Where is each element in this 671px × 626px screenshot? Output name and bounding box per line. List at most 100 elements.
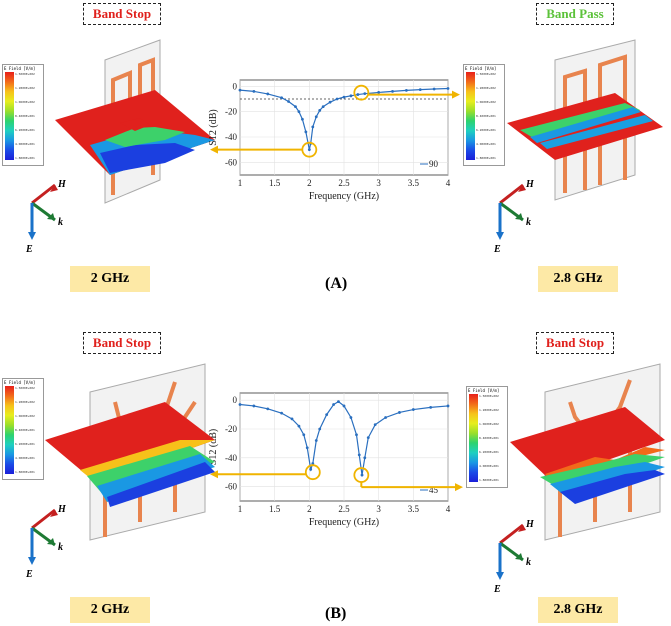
data-point (337, 400, 340, 404)
arrow-head (210, 145, 218, 154)
data-point (349, 94, 353, 98)
highlight-circle (304, 464, 321, 481)
x-tick-label: 2 (307, 504, 312, 514)
data-point (302, 433, 306, 437)
series-line-45 (239, 400, 449, 476)
field-plot-a-2-8ghz (507, 39, 663, 201)
axes-icon-b-left: H k E (25, 504, 67, 580)
data-point (294, 105, 297, 108)
data-point (335, 97, 339, 101)
freq-label-a-right: 2.8 GHz (538, 266, 618, 292)
x-tick-label: 1 (238, 178, 243, 188)
svg-text:E: E (493, 584, 501, 595)
data-point (301, 117, 304, 121)
freq-label-a-left: 2 GHz (70, 266, 150, 292)
x-axis-label: Frequency (GHz) (309, 191, 379, 202)
data-point (252, 90, 256, 93)
x-tick-label: 2 (307, 178, 312, 188)
data-point (377, 91, 381, 94)
x-tick-label: 3.5 (408, 504, 420, 514)
data-point (280, 411, 283, 415)
arrow-head (455, 483, 463, 492)
data-point (314, 115, 318, 119)
band-stop-tag-b-right: Band Stop (536, 332, 614, 354)
data-point (332, 403, 335, 406)
data-point (314, 439, 318, 442)
legend-label: 90 (429, 159, 439, 169)
y-tick-label: -60 (225, 157, 237, 167)
y-tick-label: -20 (225, 107, 237, 117)
e-axis-label: E (25, 244, 33, 255)
svg-text:H: H (57, 504, 67, 515)
data-point (342, 404, 346, 408)
y-tick-label: -60 (225, 482, 237, 492)
field-plot-b-2ghz (45, 363, 215, 541)
data-point (238, 403, 242, 406)
x-axis-label: Frequency (GHz) (309, 517, 379, 528)
svg-text:H: H (525, 519, 535, 530)
legend-label: 45 (429, 485, 439, 495)
freq-label-b-right: 2.8 GHz (538, 597, 618, 623)
data-point (290, 417, 294, 421)
svg-text:E: E (493, 244, 501, 255)
data-point (311, 462, 315, 465)
data-point (363, 92, 367, 96)
data-point (304, 130, 308, 134)
data-point (418, 88, 422, 92)
arrow-head (210, 470, 218, 479)
y-tick-label: 0 (233, 81, 238, 91)
data-point (391, 90, 394, 93)
band-stop-tag-a: Band Stop (83, 3, 161, 25)
legend-title: E Field [V/m] (4, 66, 36, 71)
y-tick-label: -40 (225, 453, 237, 463)
data-point (349, 416, 353, 419)
data-point (342, 95, 346, 99)
data-point (384, 416, 387, 419)
y-axis-label: S12 (dB) (208, 109, 219, 145)
data-point (398, 411, 401, 414)
x-tick-label: 1.5 (269, 178, 281, 188)
data-point (328, 100, 332, 104)
data-point (405, 88, 408, 92)
y-tick-label: -20 (225, 424, 237, 434)
data-point (446, 87, 450, 90)
data-point (305, 446, 309, 450)
x-tick-label: 3 (376, 178, 381, 188)
field-plot-b-2-8ghz (510, 363, 665, 541)
axes-icon-a-left: H k E (25, 179, 67, 255)
x-tick-label: 4 (446, 504, 451, 514)
data-point (307, 148, 311, 152)
x-tick-label: 2.5 (338, 504, 350, 514)
x-tick-label: 1 (238, 504, 243, 514)
x-tick-label: 3 (376, 504, 381, 514)
data-point (238, 88, 242, 92)
svg-text:E: E (25, 569, 33, 580)
data-point (280, 96, 283, 100)
x-tick-label: 4 (446, 178, 451, 188)
band-stop-tag-b-left: Band Stop (83, 332, 161, 354)
h-axis-label: H (57, 179, 67, 190)
band-pass-tag-a: Band Pass (536, 3, 614, 25)
y-tick-label: -40 (225, 132, 237, 142)
data-point (321, 105, 325, 108)
data-point (363, 456, 367, 460)
svg-text:k: k (526, 557, 531, 568)
x-tick-label: 2.5 (338, 178, 350, 188)
y-tick-label: 0 (233, 395, 238, 405)
panel-label-b: (B) (325, 605, 347, 622)
data-point (356, 93, 360, 96)
x-tick-label: 1.5 (269, 504, 281, 514)
data-point (309, 467, 313, 471)
data-point (366, 436, 370, 440)
data-point (360, 473, 364, 477)
highlight-circle (353, 84, 370, 101)
arrow-head (452, 90, 460, 99)
svg-text:H: H (525, 179, 535, 190)
data-point (325, 413, 329, 416)
data-point (318, 109, 322, 112)
data-point (432, 87, 436, 91)
